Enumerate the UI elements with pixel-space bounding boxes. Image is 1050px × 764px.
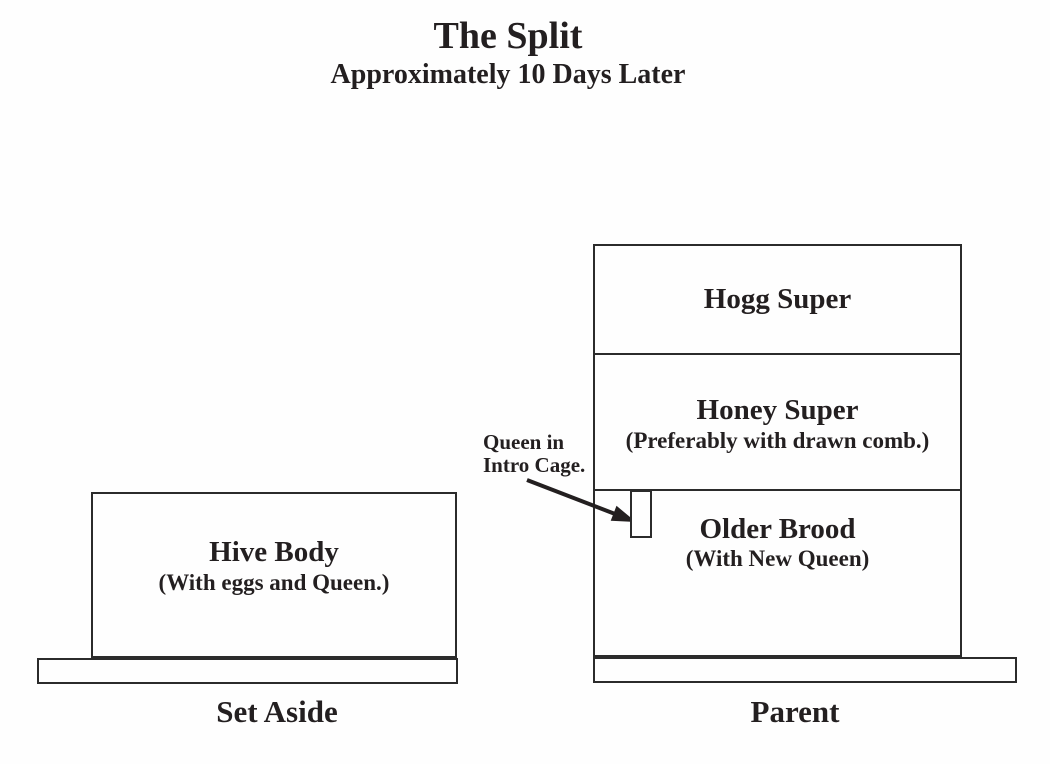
parent-bottom-board	[593, 657, 1017, 683]
hogg-super-box: Hogg Super	[595, 246, 960, 355]
set-aside-caption: Set Aside	[216, 694, 338, 729]
diagram-subtitle: Approximately 10 Days Later	[330, 59, 686, 91]
annotation-line1: Queen in	[483, 430, 565, 454]
honey-super-box: Honey Super (Preferably with drawn comb.…	[595, 355, 960, 491]
diagram-title: The Split	[433, 15, 583, 57]
set-aside-bottom-board	[37, 658, 458, 684]
hive-body-label: Hive Body	[209, 536, 339, 569]
hive-body-box: Hive Body (With eggs and Queen.)	[91, 492, 457, 658]
queen-intro-cage-box	[630, 490, 652, 538]
older-brood-label: Older Brood	[699, 513, 856, 545]
older-brood-sublabel: (With New Queen)	[685, 546, 870, 572]
hive-body-sublabel: (With eggs and Queen.)	[158, 569, 390, 595]
title-block: The Split Approximately 10 Days Later	[0, 14, 1016, 92]
honey-super-sublabel: (Preferably with drawn comb.)	[625, 427, 930, 453]
honey-super-label: Honey Super	[696, 394, 859, 427]
annotation-line2: Intro Cage.	[483, 453, 586, 477]
queen-cage-annotation: Queen in Intro Cage.	[483, 431, 585, 477]
hogg-super-label: Hogg Super	[703, 283, 852, 316]
parent-caption: Parent	[750, 694, 840, 729]
older-brood-box: Older Brood (With New Queen)	[595, 491, 960, 655]
annotation-arrow-icon	[526, 478, 636, 522]
parent-hive-stack: Hogg Super Honey Super (Preferably with …	[593, 244, 962, 657]
